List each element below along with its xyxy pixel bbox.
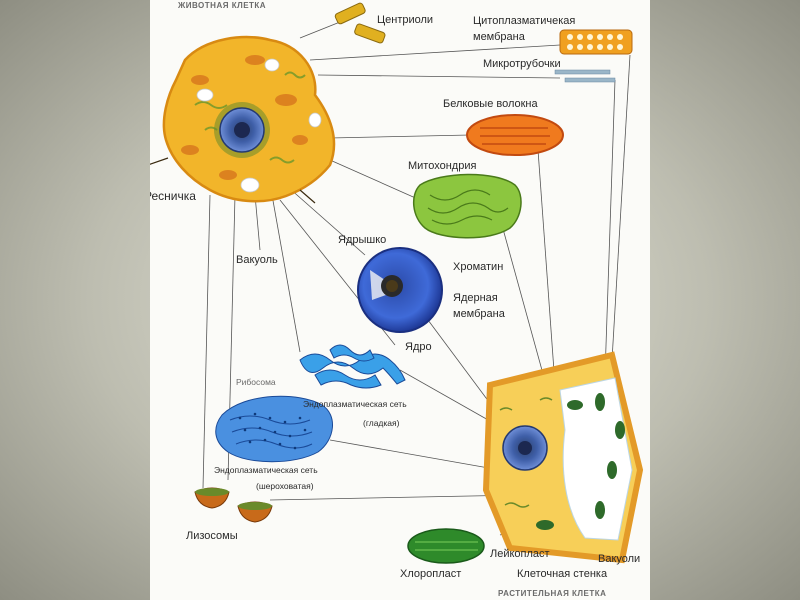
label-chromatin: Хроматин (453, 261, 504, 273)
label-mitochondria: Митохондрия (408, 160, 477, 172)
nucleus-illustration (357, 247, 443, 333)
label-rough-er-line1: Эндоплазматическая сеть (214, 465, 318, 475)
label-vacuoles: Вакуоли (598, 553, 641, 565)
mitochondria-illustration (413, 173, 522, 239)
plant-cell (482, 351, 644, 564)
label-vacuole: Вакуоль (236, 254, 278, 266)
label-smooth-er-line2: (гладкая) (363, 418, 400, 428)
slide: ЖИВОТНАЯ КЛЕТКА РАСТИТЕЛЬНАЯ КЛЕТКА Цент… (150, 0, 650, 600)
smooth-er-illustration (299, 344, 406, 389)
label-rough-er-line2: (шероховатая) (256, 481, 314, 491)
connector-lines (202, 19, 631, 556)
label-nucleus: Ядро (405, 341, 432, 353)
label-nuclear-membrane-line1: Ядерная (453, 292, 498, 304)
label-cell-wall: Клеточная стенка (517, 568, 608, 580)
label-cytoplasmic-membrane-line2: мембрана (473, 31, 525, 43)
lysosomes-illustration (194, 487, 273, 523)
label-microtubules: Микротрубочки (483, 58, 561, 70)
plant-cell-title: РАСТИТЕЛЬНАЯ КЛЕТКА (498, 589, 607, 598)
label-nuclear-membrane-line2: мембрана (453, 308, 505, 320)
rough-er-illustration (215, 395, 334, 463)
label-protein-fibers: Белковые волокна (443, 98, 538, 110)
cell-diagram (150, 2, 644, 564)
animal-cell-title: ЖИВОТНАЯ КЛЕТКА (178, 1, 267, 10)
label-leucoplast: Лейкопласт (490, 548, 550, 560)
label-ribosome: Рибосома (236, 377, 276, 387)
centrioles-illustration (334, 2, 386, 44)
microtubules-illustration (554, 69, 616, 83)
protein-fibers-illustration (466, 114, 564, 156)
label-smooth-er-line1: Эндоплазматическая сеть (303, 399, 407, 409)
label-cytoplasmic-membrane-line1: Цитоплазматичекая (473, 15, 576, 27)
cytoplasmic-membrane-illustration (559, 29, 633, 55)
label-cilium: Ресничка (150, 189, 196, 203)
label-centrioles: Центриоли (377, 14, 434, 26)
label-lysosomes: Лизосомы (186, 530, 238, 542)
animal-cell (150, 35, 336, 204)
chloroplast-illustration (407, 528, 485, 564)
label-chloroplast: Хлоропласт (400, 568, 462, 580)
label-nucleolus: Ядрышко (338, 234, 387, 246)
